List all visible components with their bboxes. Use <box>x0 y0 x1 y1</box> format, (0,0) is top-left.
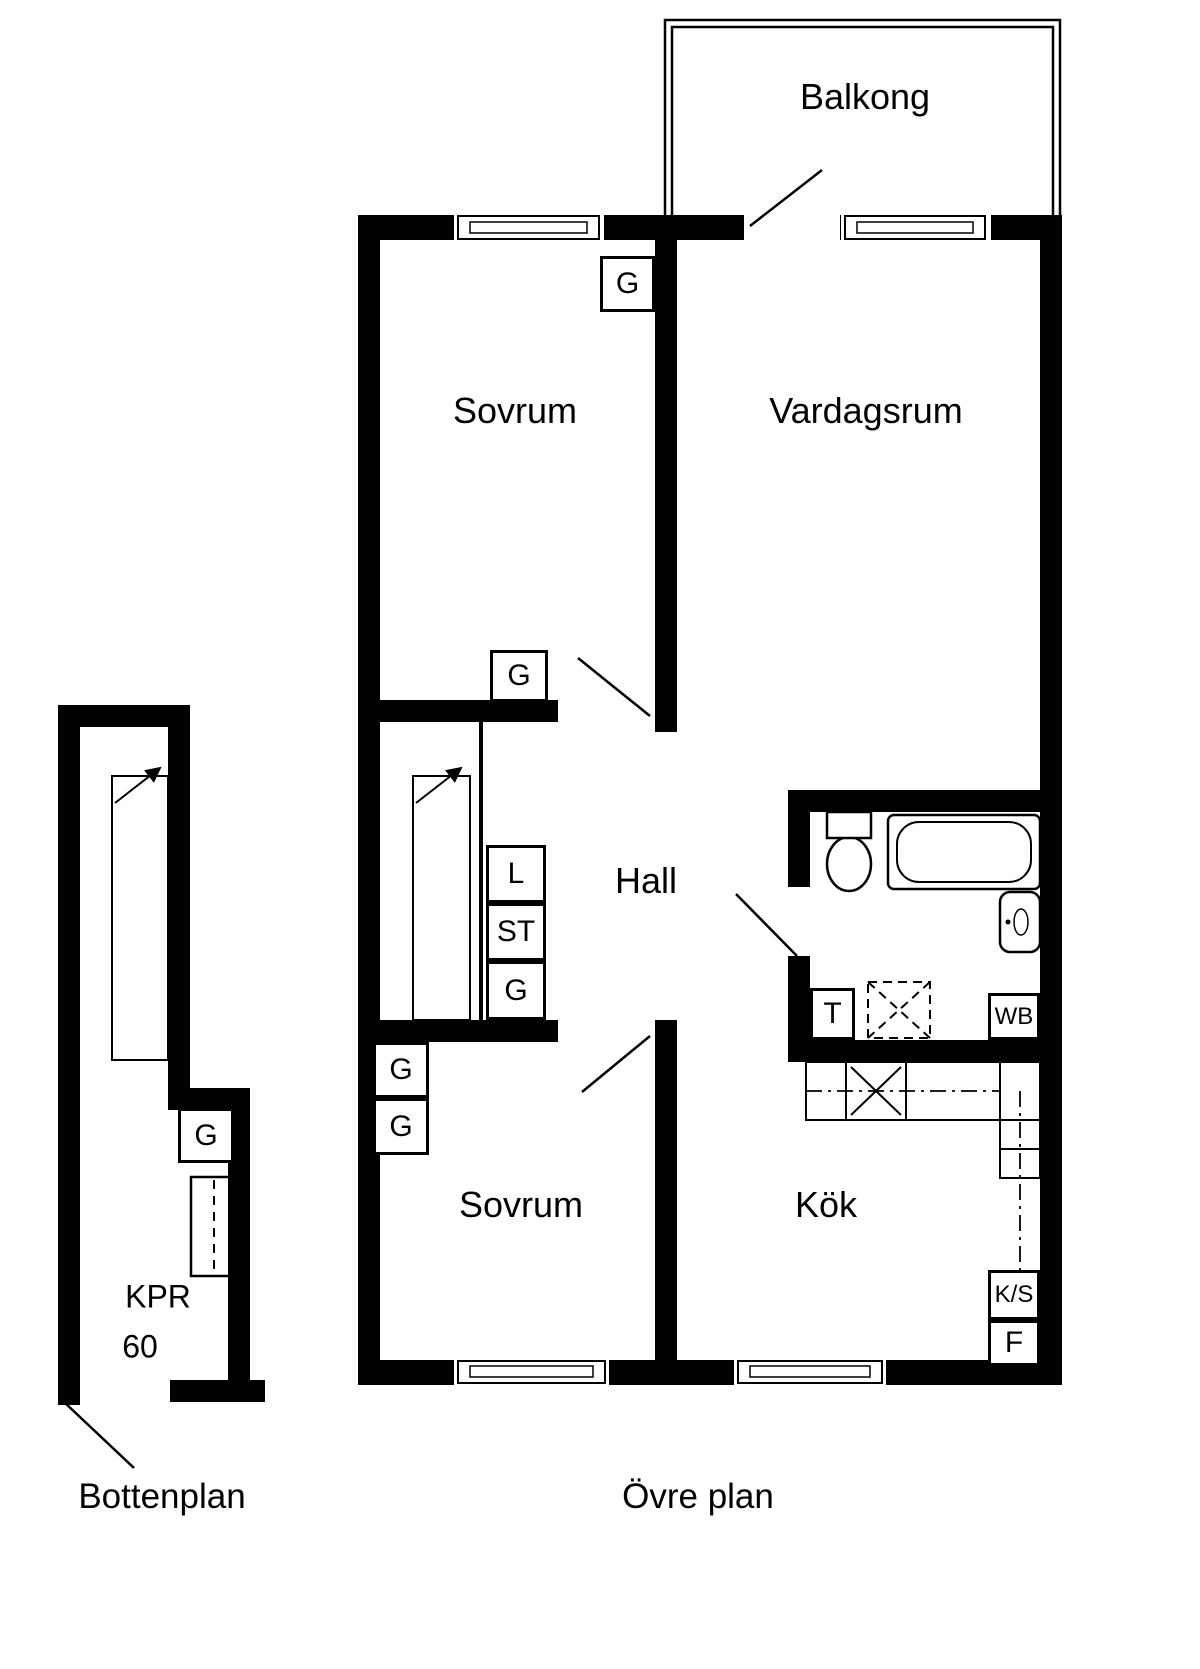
washing-machine-space <box>867 981 931 1039</box>
wardrobe-box-bedroom1: G <box>600 256 655 312</box>
bedroom2-door-leaf <box>581 1035 651 1093</box>
walls <box>58 215 1062 1405</box>
area-label: 60 <box>122 1328 158 1365</box>
bathroom-door-leaf <box>735 893 798 957</box>
washbasin-tap-dot <box>1005 919 1011 925</box>
bathroom-fixtures <box>825 810 1042 1039</box>
bathtub-inner <box>896 821 1032 883</box>
balcony-outline <box>663 18 1062 215</box>
closet-box-st: ST <box>486 903 546 961</box>
freezer-box: F <box>988 1320 1040 1366</box>
closet-box-l: L <box>486 845 546 903</box>
windows <box>454 212 991 1388</box>
toilet-tank <box>825 810 873 840</box>
wardrobe-box-bedroom2-b: G <box>373 1098 429 1155</box>
bedroom-top-label: Sovrum <box>452 390 578 431</box>
bedroom1-door-leaf <box>577 657 651 717</box>
stair-flight-main <box>412 775 471 1021</box>
balcony-door-opening <box>744 212 840 243</box>
bottenplan-fixtures <box>63 1175 239 1469</box>
kpr-label: KPR <box>125 1278 191 1315</box>
wardrobe-unit <box>189 1175 239 1278</box>
toilet-bowl <box>825 835 873 893</box>
hall-label: Hall <box>614 860 678 901</box>
wardrobe-box-hall: G <box>490 650 548 702</box>
wardrobe-box-bedroom2-a: G <box>373 1042 429 1098</box>
wardrobe-box-bottenplan: G <box>178 1108 234 1163</box>
balcony-label: Balkong <box>799 76 931 117</box>
living-room-label: Vardagsrum <box>769 390 963 431</box>
door-swings <box>577 169 823 1093</box>
washbasin-box: WB <box>988 993 1040 1040</box>
closet-box-g: G <box>486 961 546 1020</box>
bottenplan-title: Bottenplan <box>78 1477 246 1516</box>
bathtub-outer <box>886 813 1042 891</box>
pointer-line <box>63 1401 135 1469</box>
ovre-plan-title: Övre plan <box>622 1477 774 1516</box>
kitchen-label: Kök <box>794 1184 858 1225</box>
washbasin-bowl <box>998 890 1042 954</box>
washbasin-drain <box>1013 908 1029 936</box>
stair-flight-bottenplan <box>111 775 169 1061</box>
stair-up-arrow-main <box>415 766 463 804</box>
toilet-box: T <box>810 988 855 1040</box>
bedroom-bottom-label: Sovrum <box>458 1184 584 1225</box>
balcony-door-leaf <box>749 169 823 227</box>
kitchen-fixtures <box>805 1061 1041 1270</box>
stair-up-arrow-bottenplan <box>114 766 162 804</box>
fridge-cool-box: K/S <box>988 1270 1040 1320</box>
stairs <box>111 766 471 1061</box>
